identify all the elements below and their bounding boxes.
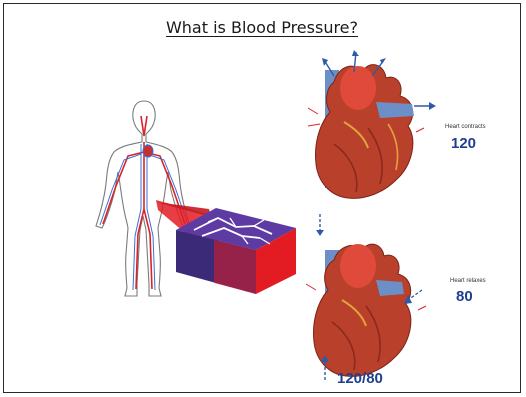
body-figure: [96, 101, 190, 296]
heart-relaxes-caption: Heart relaxes: [450, 278, 486, 284]
vessel-cross-section: [176, 208, 296, 294]
blood-pressure-reading: 120/80: [337, 370, 383, 387]
heart-relaxing: [306, 214, 426, 380]
heart-contracts-caption: Heart contracts: [445, 124, 486, 130]
systolic-value: 120: [451, 135, 476, 152]
illustration: [4, 4, 521, 393]
diastolic-value: 80: [456, 288, 473, 305]
slide: What is Blood Pressure?: [3, 3, 521, 393]
heart-contracting: [308, 50, 436, 198]
